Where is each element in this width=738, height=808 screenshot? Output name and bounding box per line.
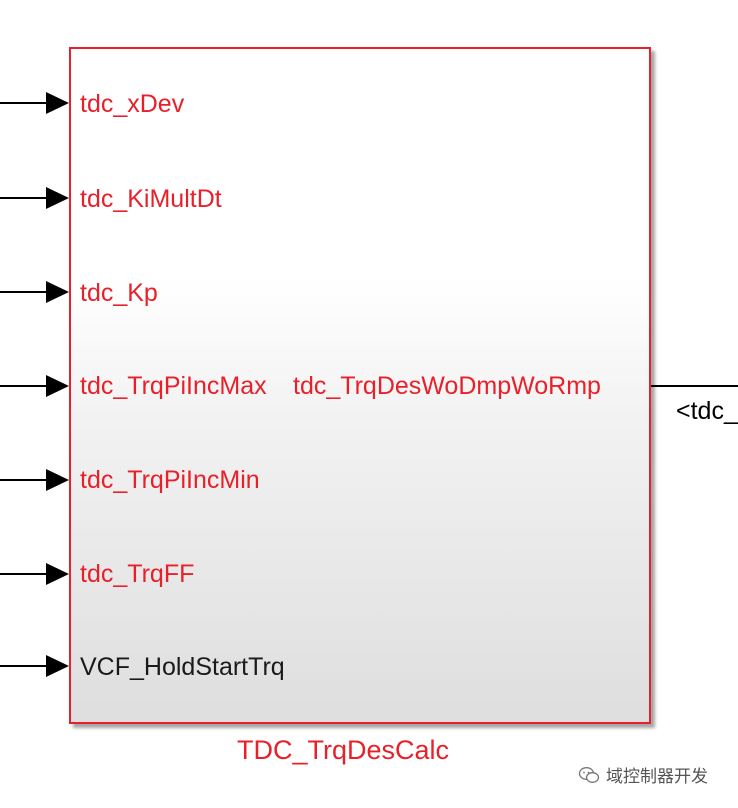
inport-label-2: tdc_KiMultDt xyxy=(80,185,222,213)
signal-label: <tdc_ xyxy=(676,397,738,425)
watermark-text: 域控制器开发 xyxy=(606,767,708,786)
input-arrowhead xyxy=(46,187,69,209)
inport-label-3: tdc_Kp xyxy=(80,279,158,307)
outport-label: tdc_TrqDesWoDmpWoRmp xyxy=(293,372,601,400)
input-arrowhead xyxy=(46,469,69,491)
inport-label-7: VCF_HoldStartTrq xyxy=(80,653,285,681)
subsystem-block[interactable] xyxy=(69,47,651,724)
input-arrowhead xyxy=(46,92,69,114)
block-name[interactable]: TDC_TrqDesCalc xyxy=(237,735,450,765)
input-arrowhead xyxy=(46,655,69,677)
inport-label-5: tdc_TrqPiIncMin xyxy=(80,466,260,494)
inport-label-6: tdc_TrqFF xyxy=(80,560,195,588)
input-arrowhead xyxy=(46,375,69,397)
watermark: 域控制器开发 xyxy=(578,762,708,787)
input-arrowhead xyxy=(46,563,69,585)
wechat-icon xyxy=(578,766,600,783)
input-arrowhead xyxy=(46,281,69,303)
inport-label-1: tdc_xDev xyxy=(80,90,185,118)
inport-label-4: tdc_TrqPiIncMax xyxy=(80,372,267,400)
